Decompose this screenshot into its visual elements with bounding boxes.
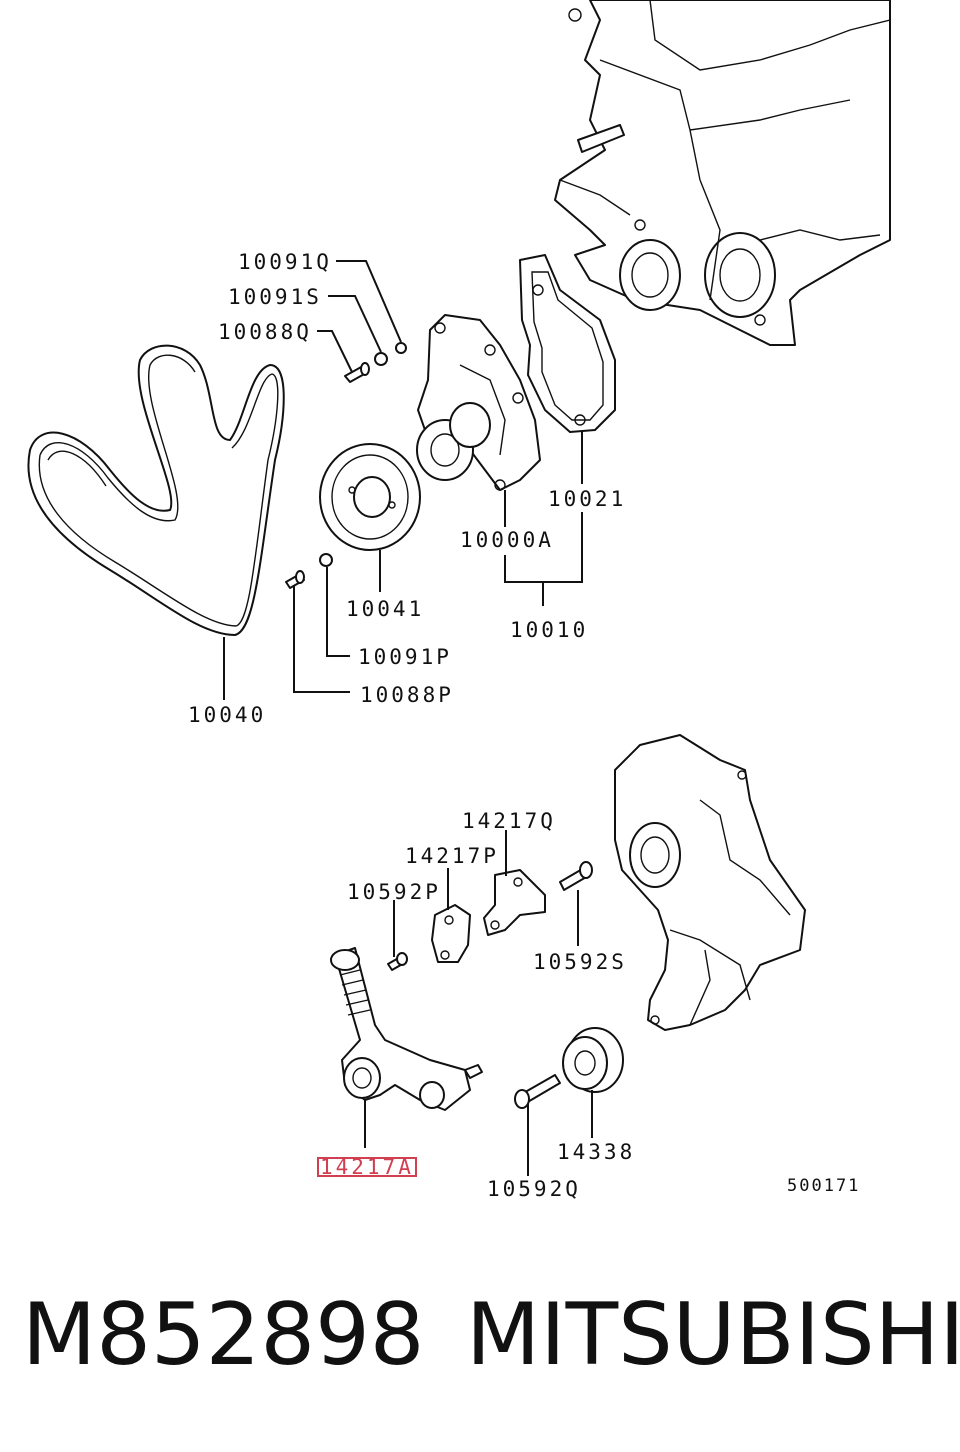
idler-pulley-drawing — [514, 1027, 624, 1109]
label-14217p: 14217P — [405, 844, 499, 868]
leader-lines — [223, 260, 593, 1176]
label-10091q: 10091Q — [238, 250, 332, 274]
label-10041: 10041 — [346, 597, 424, 621]
label-10088p: 10088P — [360, 683, 454, 707]
label-10000a: 10000A — [460, 528, 554, 552]
label-10091s: 10091S — [228, 285, 322, 309]
label-14217a-highlighted: 14217A — [320, 1155, 414, 1179]
label-10091p: 10091P — [358, 645, 452, 669]
label-14338: 14338 — [557, 1140, 635, 1164]
highlight-box — [317, 1157, 417, 1177]
timing-cover-drawing — [614, 734, 806, 1031]
label-10010: 10010 — [510, 618, 588, 642]
bracket-drawing — [387, 861, 593, 971]
exploded-view-drawing: 10091Q 10091S 10088Q 10021 10000A 10041 … — [27, 0, 891, 1201]
label-10088q: 10088Q — [218, 320, 312, 344]
part-number: M852898 — [22, 1285, 425, 1385]
label-10592p: 10592P — [347, 880, 441, 904]
belt-drawing — [27, 344, 285, 636]
label-10040: 10040 — [188, 703, 266, 727]
upper-fasteners-drawing — [285, 342, 407, 589]
label-10021: 10021 — [548, 487, 626, 511]
engine-block-drawing — [554, 0, 891, 346]
brand-name: MITSUBISHI — [466, 1285, 960, 1385]
label-10592s: 10592S — [533, 950, 627, 974]
gasket-drawing — [519, 254, 616, 433]
product-footer: M852898 MITSUBISHI — [0, 1280, 960, 1390]
label-14217q: 14217Q — [462, 809, 556, 833]
label-10592q: 10592Q — [487, 1177, 581, 1201]
pulley-drawing — [319, 443, 421, 551]
water-pump-drawing — [416, 314, 541, 491]
tensioner-drawing — [317, 947, 483, 1177]
diagram-code: 500171 — [787, 1176, 860, 1196]
